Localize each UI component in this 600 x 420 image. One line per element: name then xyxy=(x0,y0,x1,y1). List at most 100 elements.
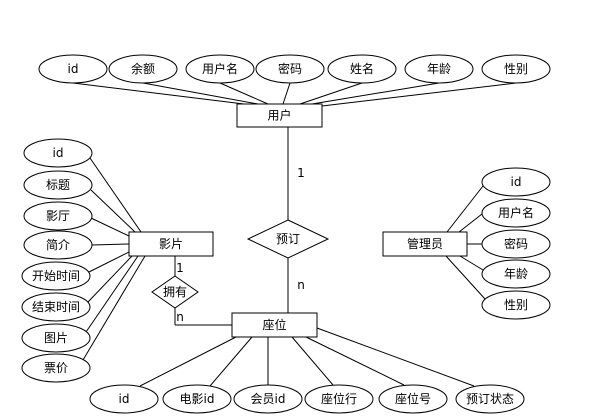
attr-user-3: 密码 xyxy=(255,54,325,84)
edge-seat-attr-4 xyxy=(305,336,405,386)
entity-seat: 座位 xyxy=(231,312,318,338)
relationship-book-label: 预订 xyxy=(276,232,300,246)
attr-seat-1-ellipse xyxy=(162,384,232,414)
attr-movie-7: 票价 xyxy=(21,353,91,383)
attr-movie-5-label: 结束时间 xyxy=(32,300,80,314)
cardinality-user-book: 1 xyxy=(297,166,305,180)
attr-admin-2-ellipse xyxy=(481,229,551,259)
attr-admin-4: 性别 xyxy=(481,290,551,320)
attr-admin-0: id xyxy=(481,167,551,197)
attr-admin-4-ellipse xyxy=(481,290,551,320)
edges xyxy=(72,82,517,387)
attr-user-5-ellipse xyxy=(404,54,474,84)
attr-user-4-ellipse xyxy=(327,54,397,84)
attr-seat-4: 座位号 xyxy=(378,384,448,414)
edge-movie-attr-3 xyxy=(91,243,130,246)
attr-user-6-ellipse xyxy=(481,54,551,84)
attr-admin-3-label: 年龄 xyxy=(504,267,528,281)
attr-seat-3-ellipse xyxy=(304,384,374,414)
entity-movie-label: 影片 xyxy=(159,237,183,251)
edge-user-attr-2 xyxy=(219,82,269,105)
attr-movie-1-ellipse xyxy=(23,170,93,200)
attr-movie-4: 开始时间 xyxy=(21,261,91,291)
attr-admin-4-label: 性别 xyxy=(504,298,528,312)
edge-seat-attr-3 xyxy=(291,336,334,386)
attr-seat-1: 电影id xyxy=(162,384,232,414)
attr-seat-3: 座位行 xyxy=(304,384,374,414)
attr-user-0-ellipse xyxy=(38,54,108,84)
attr-movie-2-label: 影厅 xyxy=(46,209,70,223)
entity-admin: 管理员 xyxy=(382,231,468,257)
attr-seat-0-label: id xyxy=(119,392,130,406)
attr-movie-6-ellipse xyxy=(21,323,91,353)
attr-admin-0-ellipse xyxy=(481,167,551,197)
edge-seat-attr-1 xyxy=(209,336,253,387)
cardinality-have-seat: n xyxy=(176,310,184,324)
edge-movie-attr-2 xyxy=(90,217,130,237)
attr-user-1-label: 余额 xyxy=(131,61,155,76)
attr-movie-3-label: 简介 xyxy=(46,238,70,252)
attr-admin-0-label: id xyxy=(511,175,522,189)
relationship-book-diamond xyxy=(246,219,330,259)
edge-movie-attr-0 xyxy=(89,157,142,233)
attr-user-2: 用户名 xyxy=(185,54,255,84)
nodes: 用户 影片 管理员 座位 预订 拥有 id 余额 用户名 密码 姓名 年龄 性别 xyxy=(21,54,551,414)
relationship-have-label: 拥有 xyxy=(163,285,187,299)
attr-admin-1-label: 用户名 xyxy=(498,205,534,220)
attr-movie-5: 结束时间 xyxy=(21,292,91,322)
edge-admin-attr-4 xyxy=(445,255,486,300)
attr-movie-5-ellipse xyxy=(21,292,91,322)
attr-movie-6: 图片 xyxy=(21,323,91,353)
attr-user-3-ellipse xyxy=(255,54,325,84)
edge-user-attr-3 xyxy=(282,82,291,105)
attr-user-0-label: id xyxy=(68,62,79,76)
attr-user-2-label: 用户名 xyxy=(202,61,238,76)
attr-movie-4-ellipse xyxy=(21,261,91,291)
edge-admin-attr-0 xyxy=(446,185,484,233)
attr-seat-5: 预订状态 xyxy=(455,384,525,414)
attr-admin-1-ellipse xyxy=(481,198,551,228)
edge-user-attr-1 xyxy=(142,82,259,105)
attr-user-4: 姓名 xyxy=(327,54,397,84)
relationship-have-diamond xyxy=(151,275,199,309)
attr-seat-4-label: 座位号 xyxy=(395,391,431,406)
entity-movie-box xyxy=(128,231,214,257)
edge-movie-attr-5 xyxy=(87,255,133,303)
attr-user-1-ellipse xyxy=(108,54,178,84)
edge-movie-attr-4 xyxy=(88,251,130,273)
edge-user-attr-6 xyxy=(321,82,517,107)
attr-admin-3: 年龄 xyxy=(481,259,551,289)
edge-user-attr-0 xyxy=(72,82,245,105)
attr-seat-2-label: 会员id xyxy=(251,392,286,406)
relationship-book: 预订 xyxy=(246,219,330,259)
attr-seat-0-ellipse xyxy=(89,384,159,414)
entity-admin-box xyxy=(382,231,468,257)
entity-admin-label: 管理员 xyxy=(407,236,443,251)
cardinality-movie-have: 1 xyxy=(176,261,184,275)
entity-user: 用户 xyxy=(236,103,323,128)
edge-seat-attr-5 xyxy=(316,327,475,387)
attr-movie-0-ellipse xyxy=(23,138,93,168)
attr-seat-5-label: 预订状态 xyxy=(466,392,514,406)
attr-user-0: id xyxy=(38,54,108,84)
attr-movie-2-ellipse xyxy=(23,201,93,231)
attr-admin-2-label: 密码 xyxy=(504,236,528,251)
attr-movie-0-label: id xyxy=(53,146,64,160)
attr-user-6-label: 性别 xyxy=(504,62,528,76)
attr-movie-1: 标题 xyxy=(23,170,93,200)
entity-user-label: 用户 xyxy=(267,108,291,123)
entity-seat-box xyxy=(231,312,318,338)
attr-user-2-ellipse xyxy=(185,54,255,84)
entity-movie: 影片 xyxy=(128,231,214,257)
attr-movie-7-ellipse xyxy=(21,353,91,383)
attr-user-3-label: 密码 xyxy=(278,61,302,76)
cardinality-book-seat: n xyxy=(297,278,305,292)
attr-seat-2: 会员id xyxy=(233,384,303,414)
attr-seat-0: id xyxy=(89,384,159,414)
edge-admin-attr-3 xyxy=(459,255,484,271)
edge-seat-attr-0 xyxy=(139,336,237,387)
attr-movie-0: id xyxy=(23,138,93,168)
edge-movie-attr-6 xyxy=(85,255,139,333)
edge-admin-attr-1 xyxy=(458,213,483,233)
